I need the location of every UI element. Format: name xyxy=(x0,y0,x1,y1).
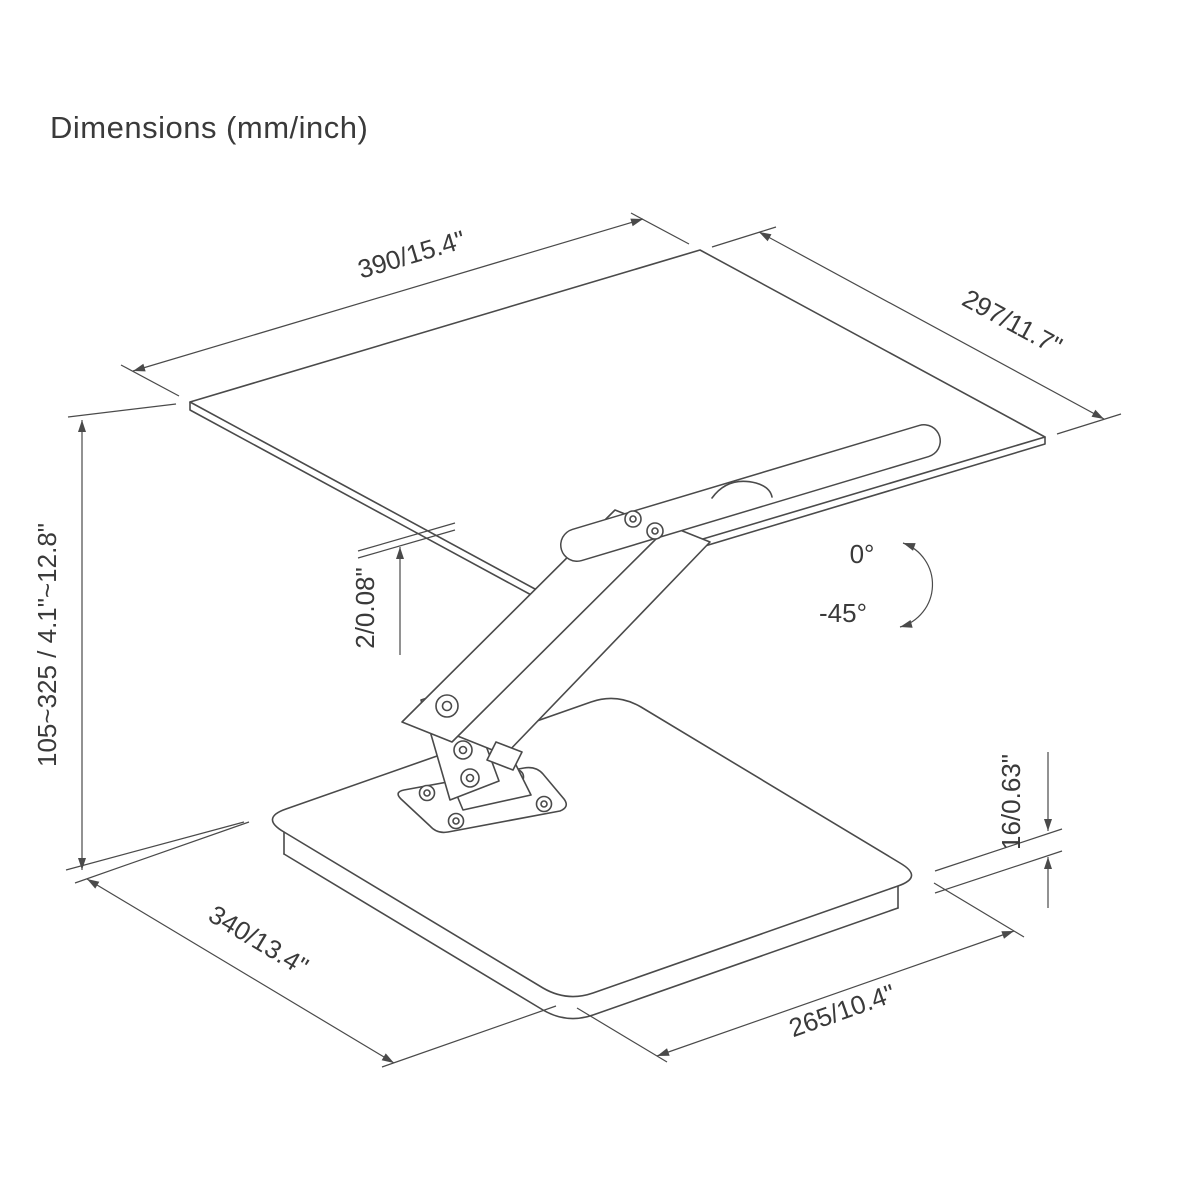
tilt-min-label: -45° xyxy=(819,598,867,628)
dim-label-base-thickness: 16/0.63" xyxy=(996,754,1026,850)
lip-thumb-notch xyxy=(711,480,773,499)
dim-platform-thickness: 2/0.08" xyxy=(350,522,456,655)
base-plate-face xyxy=(271,697,913,998)
tilt-angle-arc-arrow xyxy=(899,542,934,628)
dim-label-platform-depth: 297/11.7" xyxy=(957,283,1067,361)
hinge-screw-icons xyxy=(435,510,664,788)
tilt-max-label: 0° xyxy=(850,539,875,569)
dim-label-base-width: 265/10.4" xyxy=(785,978,899,1043)
dim-label-platform-thickness: 2/0.08" xyxy=(350,567,380,649)
dim-base-thickness: 16/0.63" xyxy=(934,752,1063,908)
page-title: Dimensions (mm/inch) xyxy=(50,110,368,145)
dim-label-base-depth: 340/13.4" xyxy=(204,899,314,982)
dim-label-height-range: 105~325 / 4.1"~12.8" xyxy=(32,523,62,767)
arm-label-sticker xyxy=(486,741,523,771)
laptop-lip-bar-fill xyxy=(561,425,940,561)
dim-height-range: 105~325 / 4.1"~12.8" xyxy=(32,403,245,871)
tilt-angle-annotation: 0° -45° xyxy=(819,539,934,628)
